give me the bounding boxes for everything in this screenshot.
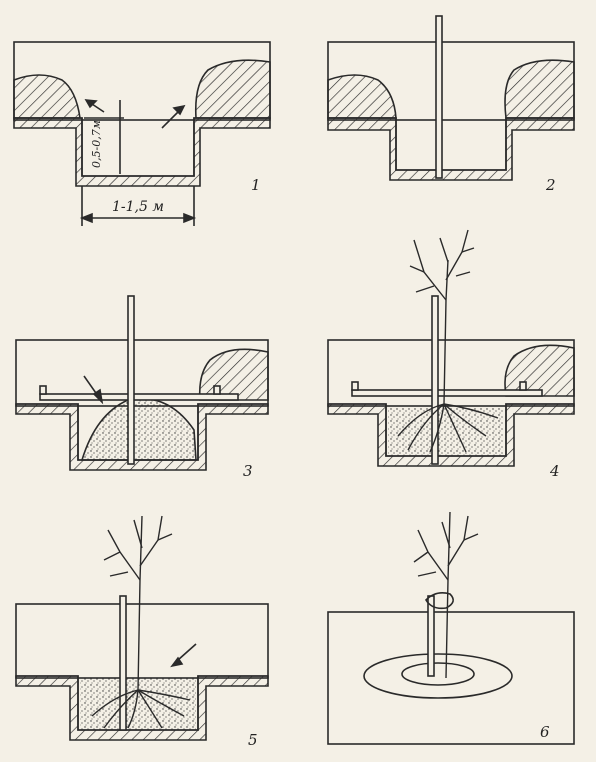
panel-5	[15, 515, 269, 741]
step-number-1: 1	[251, 176, 261, 194]
watering-ring-outer	[363, 653, 513, 699]
spoil-mound-right	[194, 59, 271, 119]
panel-2	[327, 15, 575, 181]
plank	[39, 393, 239, 401]
watering-ring-inner	[401, 662, 475, 686]
tree	[91, 515, 191, 729]
tree	[413, 511, 479, 679]
stake	[127, 295, 135, 465]
pit-width-label: 1-1,5 м	[112, 199, 164, 215]
stake	[119, 595, 127, 731]
step-number-5: 5	[248, 731, 258, 749]
stake	[435, 15, 443, 179]
tie-loop	[424, 592, 454, 610]
stake	[427, 595, 435, 677]
step-number-2: 2	[546, 176, 556, 194]
step-number-3: 3	[243, 462, 253, 480]
panel-1	[13, 41, 271, 226]
stake	[431, 295, 439, 465]
pit-depth-label: 0,5-0,7м	[90, 120, 103, 168]
spoil-mound-left	[13, 74, 81, 119]
soil-mound	[80, 397, 197, 461]
step-number-6: 6	[540, 723, 550, 741]
panel-3	[15, 295, 269, 471]
tree	[397, 229, 499, 453]
panel-4	[327, 229, 575, 467]
step-number-4: 4	[550, 462, 560, 480]
plank	[351, 389, 543, 397]
panel-6	[327, 511, 575, 745]
